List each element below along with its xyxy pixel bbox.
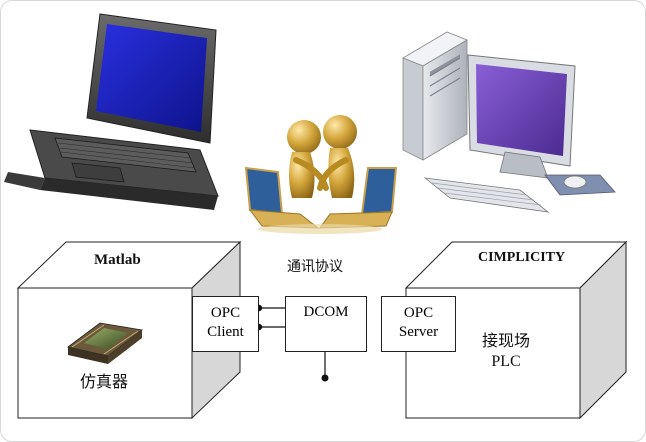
- opc-client-line2: Client: [207, 324, 244, 340]
- communication-figures-illustration: [244, 115, 398, 234]
- opc-server-box: OPC Server: [381, 296, 456, 352]
- opc-client-box: OPC Client: [192, 296, 259, 352]
- laptop-illustration: [4, 13, 219, 210]
- field-plc-line2: PLC: [491, 353, 521, 370]
- protocol-label: 通讯协议: [287, 259, 343, 275]
- dcom-box: DCOM: [285, 296, 367, 352]
- field-plc-line1: 接现场: [481, 331, 530, 350]
- opc-server-line1: OPC: [403, 305, 434, 321]
- simulator-label: 仿真器: [80, 372, 129, 391]
- opc-client-line1: OPC: [210, 305, 241, 321]
- field-plc-label: 接现场 PLC: [470, 330, 542, 372]
- monitor-screen: [476, 64, 567, 156]
- simulator-chip-icon: [67, 322, 143, 364]
- opc-server-line2: Server: [398, 324, 439, 340]
- matlab-title: Matlab: [94, 252, 141, 268]
- cimplicity-title: CIMPLICITY: [478, 250, 566, 265]
- dcom-label: DCOM: [303, 304, 349, 320]
- connector-lines: [259, 307, 326, 378]
- desktop-computer-illustration: [402, 31, 616, 213]
- laptop-screen: [96, 24, 207, 132]
